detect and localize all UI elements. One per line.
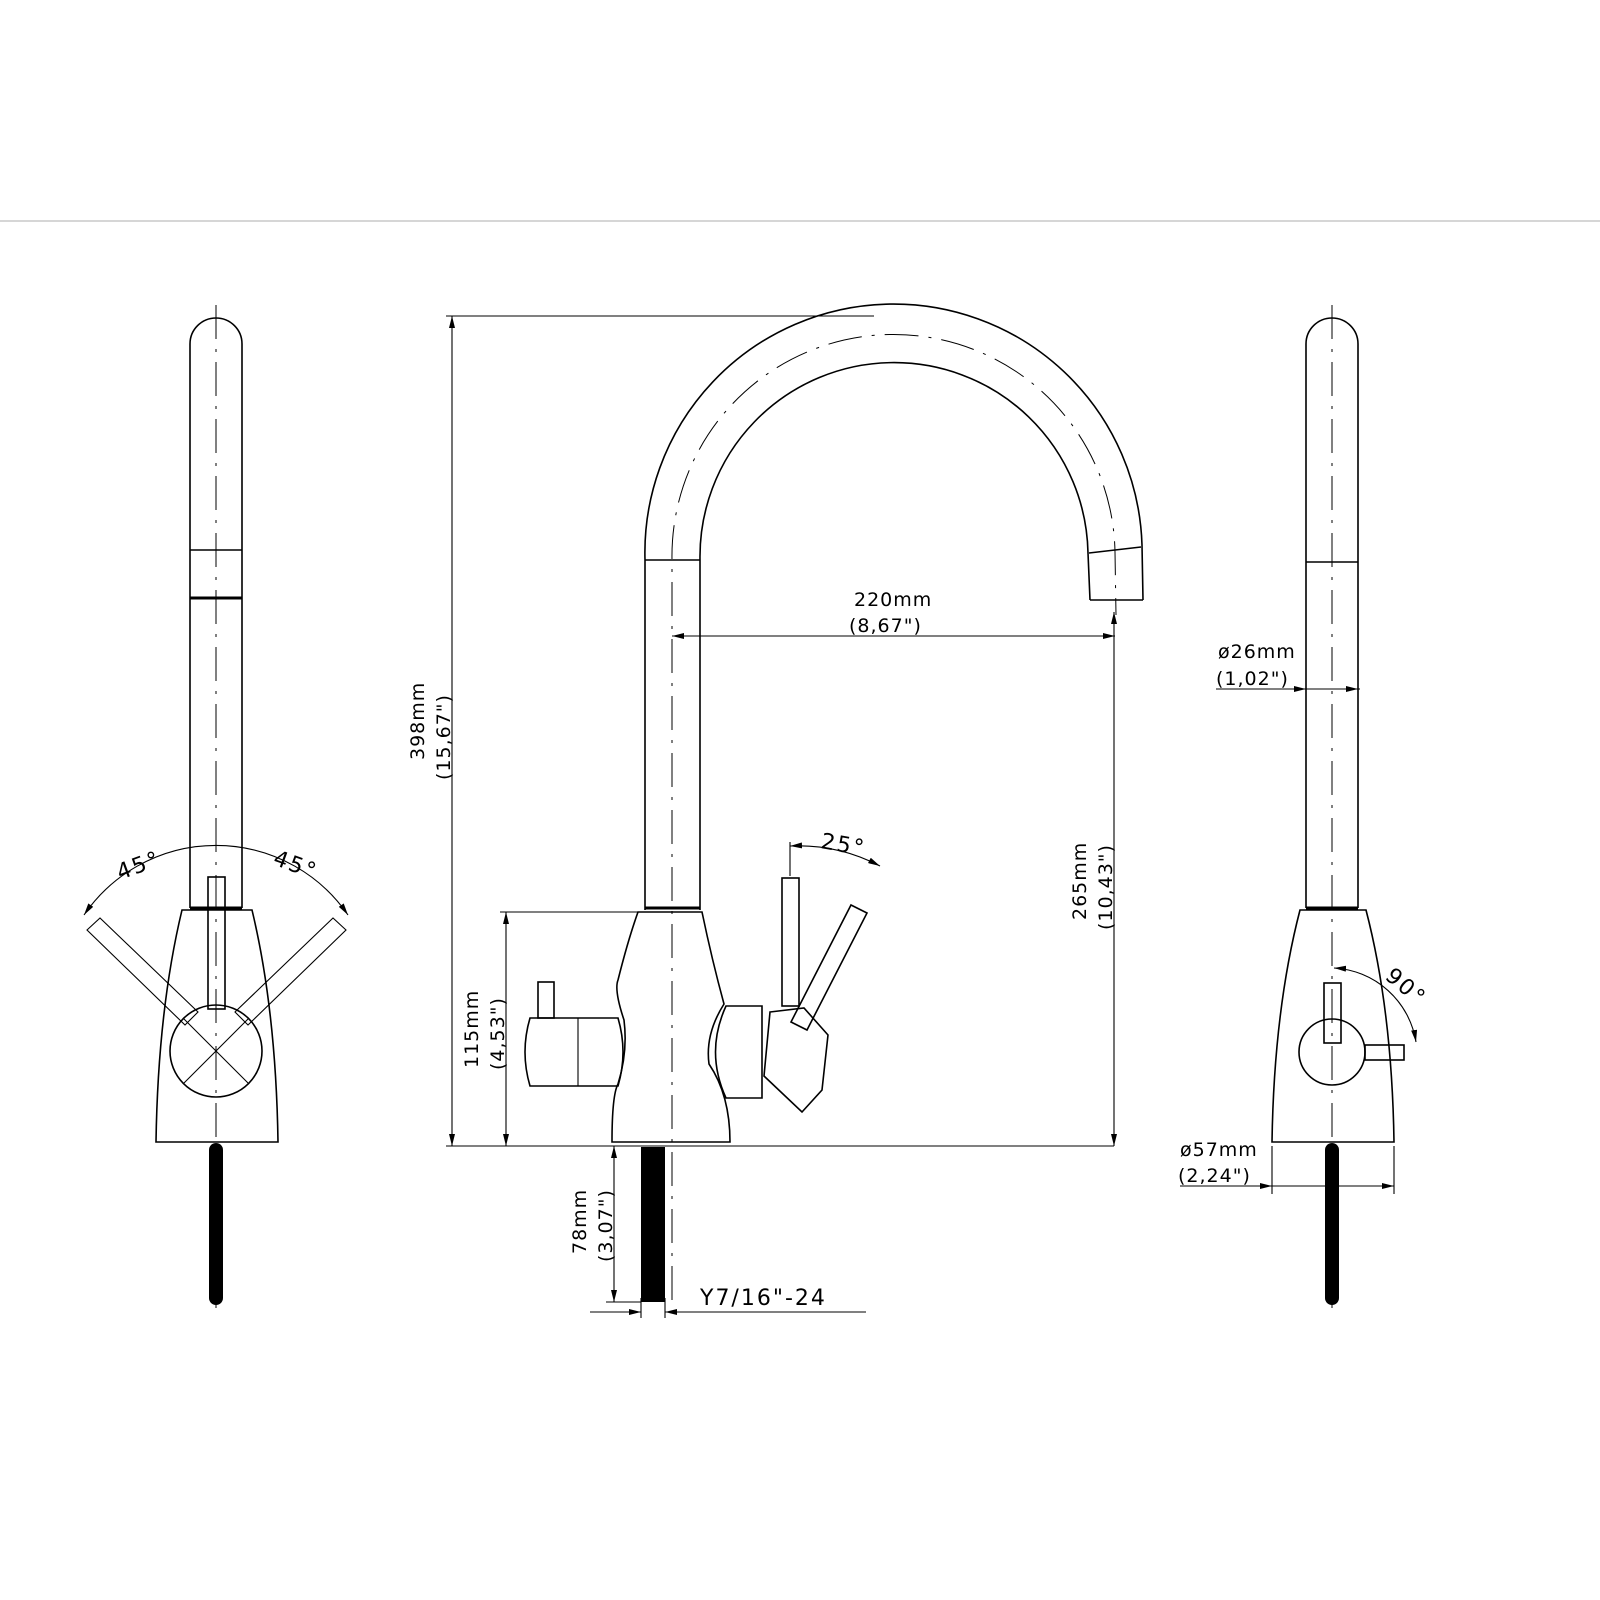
dim-thread: Y7/16"-24 — [590, 1286, 866, 1318]
side-spout-outer — [644, 303, 1144, 910]
front-cartridge-cross — [182, 1017, 250, 1085]
dim-height-total: 398mm (15,67") — [407, 315, 1114, 1147]
dim-thread-label: Y7/16"-24 — [699, 1286, 827, 1311]
side-view: 25° — [524, 303, 1144, 1302]
side-spout-centerline — [671, 333, 1117, 1300]
front-cartridge — [169, 1004, 263, 1098]
side-right-cartridge — [714, 1005, 763, 1099]
side-left-cartridge — [524, 1017, 624, 1087]
dim-clearance-mm: 265mm — [1069, 842, 1091, 920]
front-handle-right — [234, 917, 347, 1026]
dim-spout-diameter: ø26mm (1,02") — [1216, 641, 1360, 692]
side-body — [611, 911, 731, 1143]
dim-base-diameter-inch: (2,24") — [1178, 1165, 1251, 1187]
side-spout-inner — [699, 361, 1091, 910]
side-hose — [641, 1147, 665, 1302]
side-left-handle — [537, 981, 555, 1019]
side-angle-arc — [789, 842, 881, 867]
dim-hose-length-inch: (3,07") — [595, 1189, 617, 1262]
right-angle-label: 90° — [1380, 963, 1431, 1011]
dim-height-total-inch: (15,67") — [433, 694, 455, 780]
dim-height-total-mm: 398mm — [407, 682, 429, 760]
dim-hose-length: 78mm (3,07") — [569, 1146, 641, 1303]
dim-body-height-mm: 115mm — [461, 990, 483, 1068]
side-angle-label: 25° — [819, 829, 868, 861]
dim-hose-length-mm: 78mm — [569, 1189, 591, 1254]
front-handle-stem — [207, 876, 226, 1010]
dim-spout-diameter-mm: ø26mm — [1218, 641, 1296, 663]
dim-reach-mm: 220mm — [854, 589, 932, 611]
right-spout — [1305, 317, 1359, 908]
dim-base-diameter: ø57mm (2,24") — [1178, 1139, 1395, 1194]
right-handle-side — [1364, 1044, 1405, 1061]
dim-spout-diameter-inch: (1,02") — [1216, 668, 1289, 690]
front-angle-left-label: 45° — [114, 847, 165, 886]
right-body — [1271, 909, 1395, 1143]
dim-reach-inch: (8,67") — [849, 615, 922, 637]
right-angle-arc — [1333, 965, 1418, 1043]
dim-body-height-inch: (4,53") — [487, 997, 509, 1070]
dim-clearance-inch: (10,43") — [1095, 844, 1117, 930]
right-view: 90° ø26mm (1,02") ø57mm (2,24") — [1178, 305, 1431, 1312]
dim-body-height: 115mm (4,53") — [461, 911, 640, 1146]
front-spout — [189, 317, 243, 908]
dim-reach: 220mm (8,67") — [672, 589, 1115, 639]
side-right-lever-hub — [763, 1007, 829, 1114]
front-angle-arc — [83, 844, 349, 916]
front-view: 45° 45° — [83, 305, 349, 1312]
front-body — [155, 909, 279, 1143]
front-handle-left — [86, 917, 199, 1026]
front-angle-right-label: 45° — [270, 846, 321, 885]
dim-base-diameter-mm: ø57mm — [1180, 1139, 1258, 1161]
side-right-handle-tilted — [789, 903, 869, 1032]
dim-clearance: 265mm (10,43") — [1069, 612, 1117, 1146]
side-right-handle-upright — [781, 877, 800, 1007]
